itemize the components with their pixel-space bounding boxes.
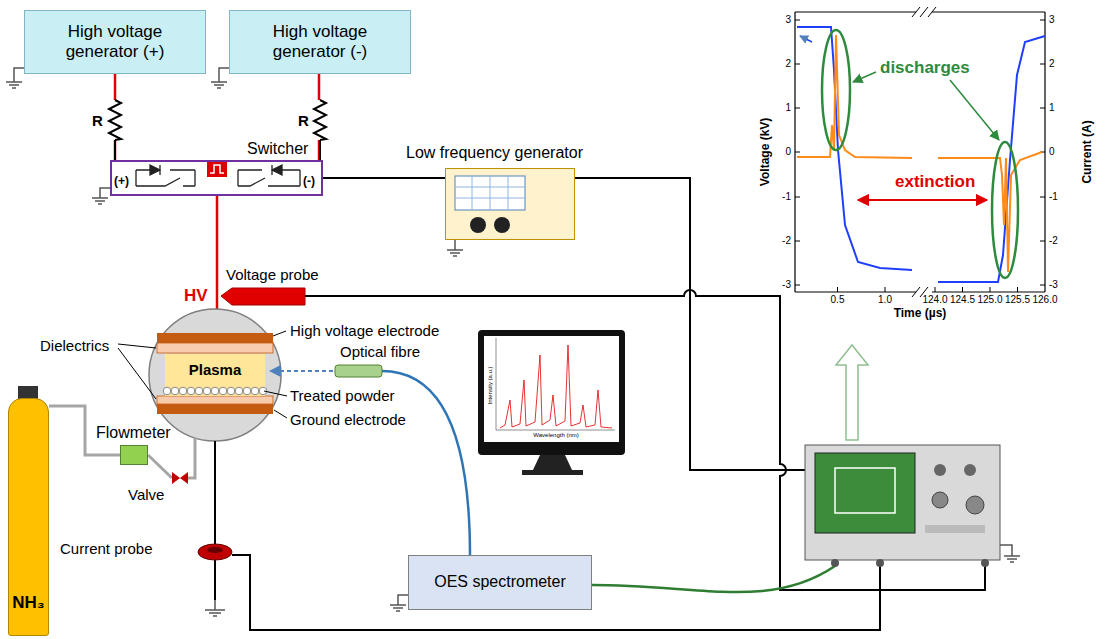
annotation: discharges	[880, 58, 970, 78]
tick-label: -2	[782, 235, 791, 247]
polarity-label: (+)	[114, 175, 129, 189]
tick-label: 3	[1049, 14, 1055, 26]
part-label: Voltage probe	[226, 266, 319, 283]
tick-label: 0	[785, 146, 791, 158]
node-text: Switcher	[247, 140, 308, 158]
tick-label: -1	[1049, 191, 1058, 203]
current-cable	[232, 555, 880, 630]
part-label: Treated powder	[290, 387, 395, 404]
spectrometer-box: OES spectrometer	[408, 555, 592, 610]
tick-label: 124.5	[950, 294, 975, 306]
tick-label: 0	[1049, 146, 1055, 158]
annotation: extinction	[895, 172, 975, 192]
part-label: High voltage electrode	[290, 322, 439, 339]
current-probe	[198, 544, 232, 560]
axis-title: Intensity (a.u.)	[487, 366, 494, 404]
axis-title: Wavelength (nm)	[533, 432, 578, 439]
axis-title: Time (µs)	[894, 307, 947, 321]
computer-monitor	[478, 330, 625, 475]
axis-title: Current (A)	[1081, 120, 1095, 183]
waveform-chart	[795, 7, 1045, 297]
gas-cylinder: NH₃	[8, 398, 49, 636]
tick-label: 1	[785, 102, 791, 114]
polarity-label: (-)	[303, 175, 315, 189]
resistor-label: R	[92, 112, 103, 129]
tick-label: 125.5	[1005, 294, 1030, 306]
tick-label: 3	[785, 14, 791, 26]
pulse-switch	[207, 161, 227, 177]
node-text: Flowmeter	[96, 424, 171, 442]
tick-label: 125.0	[977, 294, 1002, 306]
tick-label: 0.5	[831, 294, 845, 306]
part-label: Valve	[128, 486, 164, 503]
tick-label: 1.0	[878, 294, 892, 306]
ground-wire	[214, 441, 216, 600]
tick-label: -3	[782, 279, 791, 291]
node-text: NH₃	[12, 593, 44, 613]
gas-line	[148, 438, 195, 478]
generator-device: Low frequency generator	[445, 168, 575, 240]
tick-label: 2	[785, 58, 791, 70]
powder-grains	[163, 387, 267, 395]
tick-label: 2	[1049, 58, 1055, 70]
wire-connector	[323, 177, 445, 179]
voltage-probe	[221, 288, 305, 305]
part-label: Dielectrics	[40, 337, 109, 354]
ground-symbol	[6, 68, 1020, 616]
signal-label: HV	[184, 286, 208, 306]
tick-label: 126.0	[1032, 294, 1057, 306]
oscilloscope	[805, 445, 1000, 567]
tick-label: 124.0	[922, 294, 947, 306]
generator-device	[445, 168, 575, 240]
switcher-box: Switcher	[110, 160, 323, 196]
tick-label: -1	[782, 191, 791, 203]
part-label: Optical fibre	[340, 343, 420, 360]
node-text: Low frequency generator	[406, 144, 583, 162]
optical-fibre	[335, 365, 382, 377]
node-text: Plasma	[189, 361, 242, 378]
plasma-reactor	[149, 309, 281, 441]
valve-symbol	[172, 472, 188, 484]
plasma-zone: Plasma	[165, 354, 265, 385]
axis-title: Voltage (kV)	[759, 118, 773, 186]
tick-label: -2	[1049, 235, 1058, 247]
node-text: High voltage generator (-)	[250, 22, 390, 61]
generator-box: High voltage generator (+)	[24, 10, 206, 74]
tick-label: -3	[1049, 279, 1058, 291]
signal-cable	[592, 566, 835, 592]
flowmeter: Flowmeter	[120, 445, 148, 465]
node-text: OES spectrometer	[434, 573, 566, 591]
resistor-symbol	[105, 100, 330, 160]
part-label: Current probe	[60, 540, 153, 557]
resistor-label: R	[298, 112, 309, 129]
zoom-arrow	[836, 345, 868, 440]
part-label: Ground electrode	[290, 411, 406, 428]
leader-line	[118, 331, 287, 418]
tick-label: 1	[1049, 102, 1055, 114]
generator-box: High voltage generator (-)	[229, 10, 411, 74]
light-path	[270, 370, 333, 372]
node-text: High voltage generator (+)	[45, 22, 185, 61]
fibre-cable	[382, 371, 470, 556]
